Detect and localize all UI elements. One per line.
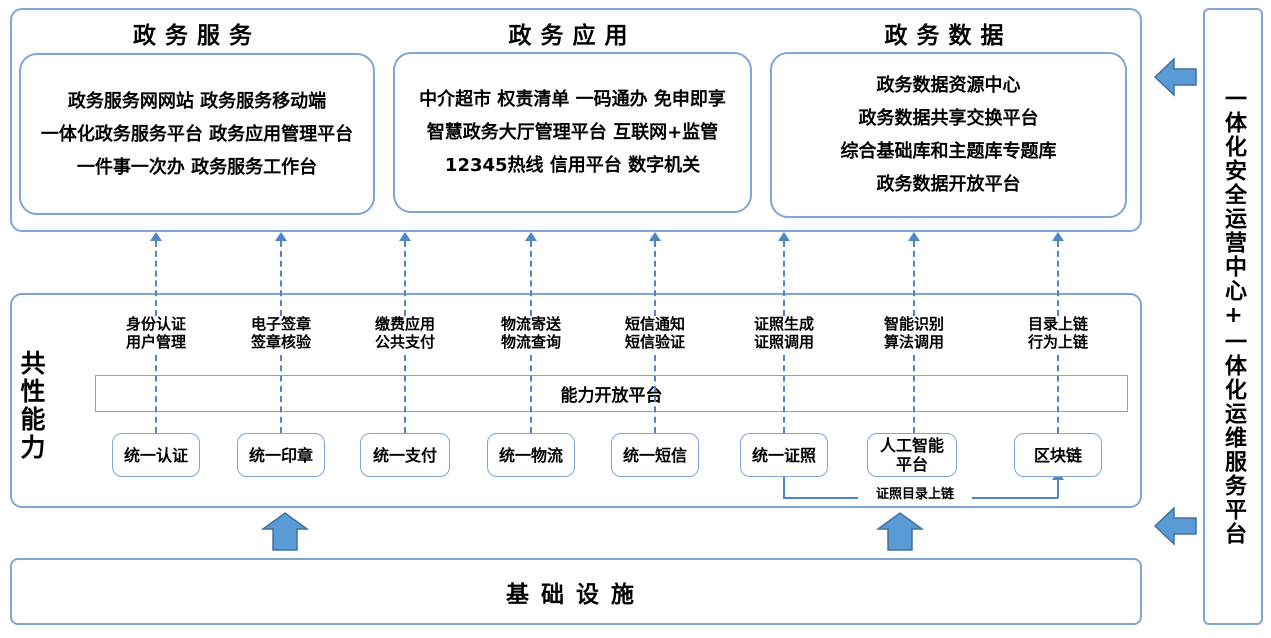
security-ops-panel-text: 一体化安全运营中心+一体化运维服务平台 xyxy=(1221,87,1246,546)
security-ops-panel: 一体化安全运营中心+一体化运维服务平台 xyxy=(1203,8,1263,625)
capability-box-unified-auth: 统一认证 xyxy=(112,433,200,477)
dashed-connector-down xyxy=(280,355,282,433)
gov-data-line: 政务数据开放平台 xyxy=(876,174,1021,195)
gov-applications-box: 中介超市 权责清单 一码通办 免申即享 智慧政务大厅管理平台 互联网+监管 12… xyxy=(393,52,752,213)
capability-label-blockchain: 目录上链 行为上链 xyxy=(996,315,1120,351)
gov-applications-line: 12345热线 信用平台 数字机关 xyxy=(444,155,701,176)
capability-label-line: 短信通知 xyxy=(624,315,685,333)
capability-label-line: 智能识别 xyxy=(883,315,944,333)
dashed-up-arrowhead-icon xyxy=(649,232,661,241)
capability-label-license: 证照生成 证照调用 xyxy=(722,315,846,351)
dashed-connector-up xyxy=(913,241,915,316)
dashed-connector-down xyxy=(404,355,406,433)
capability-label-signature: 电子签章 签章核验 xyxy=(219,315,343,351)
dashed-up-arrowhead-icon xyxy=(908,232,920,241)
capability-label-logistics: 物流寄送 物流查询 xyxy=(469,315,593,351)
gov-services-line: 一件事一次办 政务服务工作台 xyxy=(76,156,318,178)
section-title-gov-services: 政务服务 xyxy=(133,23,261,49)
capability-label-line: 物流查询 xyxy=(500,333,561,351)
capability-open-platform-bar: 能力开放平台 xyxy=(95,375,1128,412)
capability-box-ai-platform: 人工智能 平台 xyxy=(867,433,957,477)
capability-box-unified-license: 统一证照 xyxy=(740,433,828,477)
infrastructure-box: 基础设施 xyxy=(10,558,1142,625)
dashed-connector-up xyxy=(530,241,532,316)
capability-label-line: 短信验证 xyxy=(624,333,685,351)
dashed-connector-up xyxy=(654,241,656,316)
capability-label-line: 目录上链 xyxy=(1027,315,1088,333)
capability-label-payment: 缴费应用 公共支付 xyxy=(343,315,467,351)
dashed-up-arrowhead-icon xyxy=(1052,232,1064,241)
dashed-connector-up xyxy=(783,241,785,316)
gov-services-box: 政务服务网网站 政务服务移动端 一体化政务服务平台 政务应用管理平台 一件事一次… xyxy=(19,53,375,215)
capability-label-line: 签章核验 xyxy=(250,333,311,351)
capability-label-line: 算法调用 xyxy=(883,333,944,351)
dashed-connector-up xyxy=(404,241,406,316)
capability-label-line: 物流寄送 xyxy=(500,315,561,333)
capability-box-unified-payment: 统一支付 xyxy=(360,433,450,477)
capability-label-sms: 短信通知 短信验证 xyxy=(593,315,717,351)
capability-label-identity: 身份认证 用户管理 xyxy=(94,315,218,351)
dashed-connector-down xyxy=(1057,355,1059,433)
license-chain-connector-vertical xyxy=(783,477,785,498)
gov-services-line: 政务服务网网站 政务服务移动端 xyxy=(67,90,327,112)
dashed-connector-down xyxy=(530,355,532,433)
up-arrow-icon xyxy=(260,512,310,555)
license-chain-connector-label: 证照目录上链 xyxy=(858,483,972,502)
up-arrow-icon xyxy=(875,512,925,555)
capability-label-line: 缴费应用 xyxy=(374,315,435,333)
capability-label-line: 用户管理 xyxy=(125,333,186,351)
gov-applications-line: 智慧政务大厅管理平台 互联网+监管 xyxy=(426,122,719,143)
capability-box-unified-sms: 统一短信 xyxy=(611,433,699,477)
dashed-up-arrowhead-icon xyxy=(150,232,162,241)
capability-label-line: 身份认证 xyxy=(125,315,186,333)
dashed-up-arrowhead-icon xyxy=(778,232,790,241)
gov-data-box: 政务数据资源中心 政务数据共享交换平台 综合基础库和主题库专题库 政务数据开放平… xyxy=(770,52,1127,218)
gov-data-line: 政务数据资源中心 xyxy=(876,75,1021,96)
common-capability-side-label: 共性能力 xyxy=(17,350,46,462)
dashed-connector-up xyxy=(1057,241,1059,316)
dashed-up-arrowhead-icon xyxy=(399,232,411,241)
capability-label-ai: 智能识别 算法调用 xyxy=(852,315,976,351)
infrastructure-title: 基础设施 xyxy=(506,581,646,608)
capability-label-line: 证照调用 xyxy=(753,333,814,351)
left-arrow-icon xyxy=(1153,505,1197,551)
dashed-connector-down xyxy=(654,355,656,433)
dashed-connector-up xyxy=(280,241,282,316)
capability-box-unified-logistics: 统一物流 xyxy=(487,433,575,477)
gov-data-line: 政务数据共享交换平台 xyxy=(858,108,1039,129)
dashed-connector-up xyxy=(155,241,157,316)
dashed-connector-down xyxy=(155,355,157,433)
gov-applications-line: 中介超市 权责清单 一码通办 免申即享 xyxy=(419,89,726,110)
gov-data-line: 综合基础库和主题库专题库 xyxy=(840,141,1057,162)
dashed-connector-down xyxy=(783,355,785,433)
capability-label-line: 公共支付 xyxy=(374,333,435,351)
capability-box-blockchain: 区块链 xyxy=(1014,433,1102,477)
license-chain-connector-vertical xyxy=(1057,479,1059,498)
section-title-gov-data: 政务数据 xyxy=(884,23,1013,49)
capability-label-line: 证照生成 xyxy=(753,315,814,333)
dashed-up-arrowhead-icon xyxy=(525,232,537,241)
left-arrow-icon xyxy=(1153,56,1197,102)
dashed-up-arrowhead-icon xyxy=(275,232,287,241)
dashed-connector-down xyxy=(913,355,915,433)
capability-label-line: 行为上链 xyxy=(1027,333,1088,351)
gov-services-line: 一体化政务服务平台 政务应用管理平台 xyxy=(40,123,354,145)
section-title-gov-applications: 政务应用 xyxy=(508,23,637,49)
capability-label-line: 电子签章 xyxy=(250,315,311,333)
capability-box-unified-seal: 统一印章 xyxy=(237,433,325,477)
